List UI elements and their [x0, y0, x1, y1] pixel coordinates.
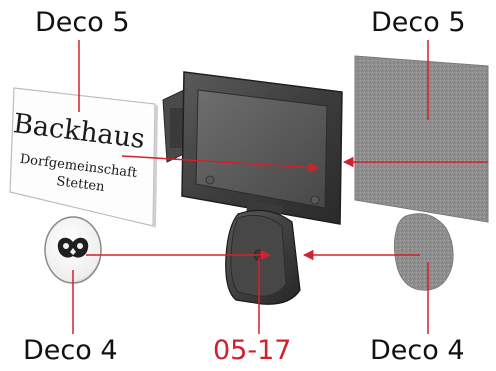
frame-holder: [162, 71, 343, 225]
arrow-sign-to-frame: [121, 155, 320, 173]
label-part-number: 05-17: [213, 335, 292, 366]
sign-plate: Backhaus Dorfgemeinschaft Stetten: [9, 87, 158, 228]
base-holder: [225, 209, 301, 305]
oval-plate: [44, 216, 102, 284]
felt-oval-bottom: [393, 213, 454, 291]
label-deco-5-left: Deco 5: [35, 7, 130, 38]
label-deco-4-right: Deco 4: [370, 335, 465, 366]
felt-panel-top: [354, 55, 489, 223]
pretzel-icon: [57, 237, 89, 258]
label-deco-4-left: Deco 4: [23, 335, 118, 366]
sign-line-3: Stetten: [56, 174, 106, 195]
label-deco-5-right: Deco 5: [371, 7, 466, 38]
